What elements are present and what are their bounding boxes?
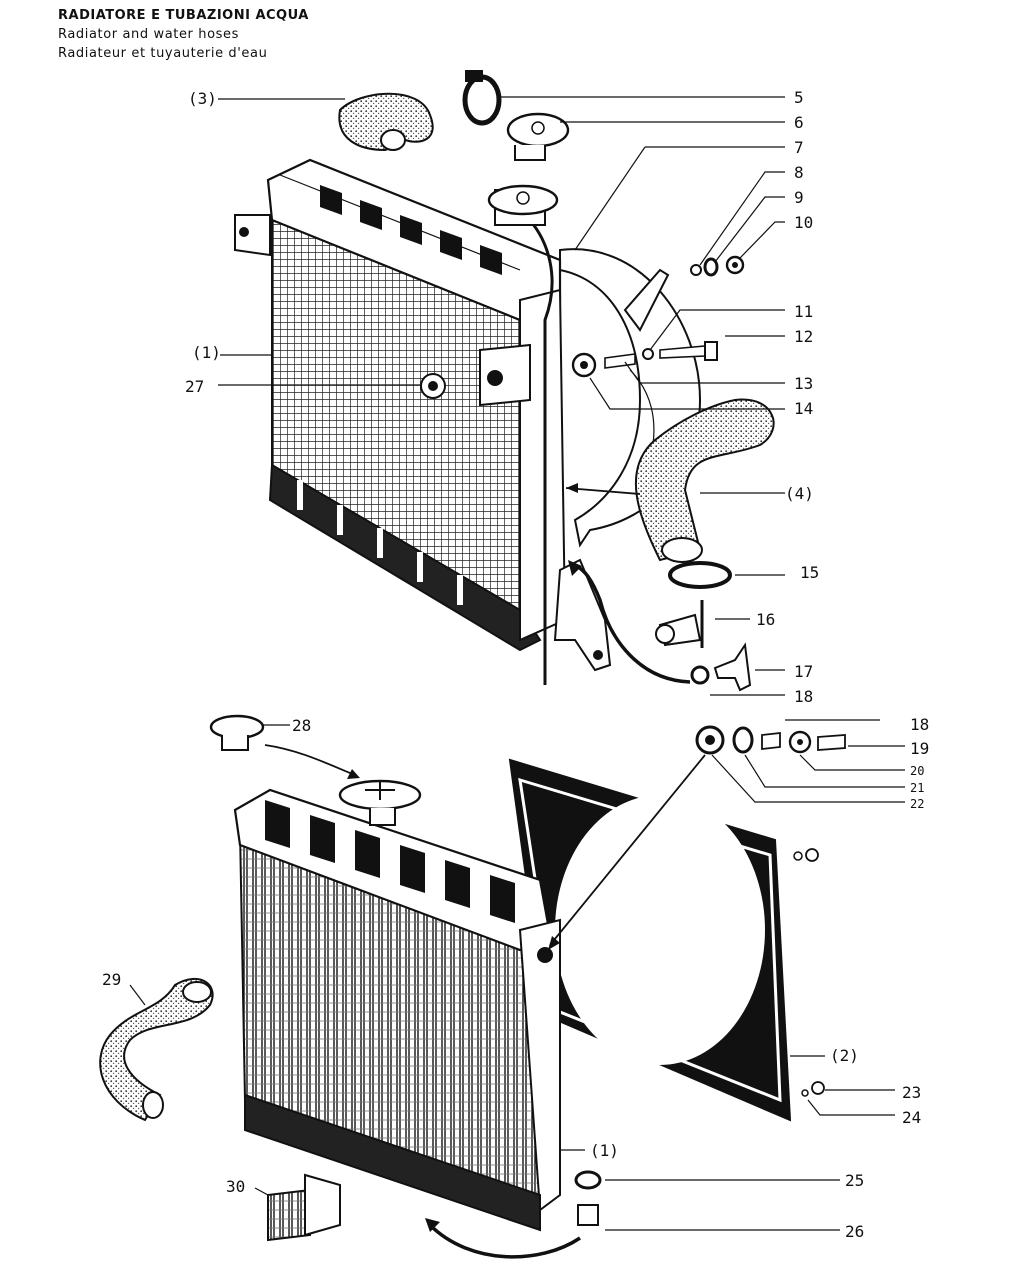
callout-27: 27 <box>185 377 204 396</box>
callout-15: 15 <box>800 563 819 582</box>
callout-labels: (3) 5 6 7 8 9 10 (1) 11 12 27 13 14 (4) … <box>102 88 929 1241</box>
top-tank-ribs <box>320 185 502 275</box>
callout-21: 21 <box>910 781 924 795</box>
callout-2: (2) <box>830 1046 859 1065</box>
callout-14: 14 <box>794 399 813 418</box>
callout-10: 10 <box>794 213 813 232</box>
callout-30: 30 <box>226 1177 245 1196</box>
lower-radiator <box>233 758 792 1232</box>
upper-hose-3 <box>338 92 434 152</box>
callout-1-lower: (1) <box>590 1141 619 1160</box>
lower-small-parts <box>574 725 846 1226</box>
callout-4: (4) <box>785 484 814 503</box>
callout-25: 25 <box>845 1171 864 1190</box>
title-french: Radiateur et tuyauterie d'eau <box>58 46 268 61</box>
callout-8: 8 <box>794 163 804 182</box>
callout-3: (3) <box>188 89 217 108</box>
callout-26: 26 <box>845 1222 864 1241</box>
flow-arrow-lower <box>428 1223 581 1259</box>
callout-29: 29 <box>102 970 121 989</box>
callout-6: 6 <box>794 113 804 132</box>
callout-5: 5 <box>794 88 804 107</box>
lower-cap-28 <box>209 714 265 751</box>
lower-top-tank-ribs <box>265 800 515 923</box>
upper-small-parts <box>462 70 752 692</box>
callout-1-upper: (1) <box>192 343 221 362</box>
callout-17: 17 <box>794 662 813 681</box>
diagram-header: RADIATORE E TUBAZIONI ACQUA Radiator and… <box>58 6 309 63</box>
callout-22: 22 <box>910 797 924 811</box>
callout-16: 16 <box>756 610 775 629</box>
callout-9: 9 <box>794 188 804 207</box>
bracket-30 <box>267 1173 341 1242</box>
leader-lines <box>129 96 905 1231</box>
upper-radiator <box>234 158 702 685</box>
callout-18-upper: 18 <box>794 687 813 706</box>
callout-19: 19 <box>910 739 929 758</box>
callout-18-lower: 18 <box>910 715 929 734</box>
callout-11: 11 <box>794 302 813 321</box>
lower-hose-4 <box>634 398 775 563</box>
callout-7: 7 <box>794 138 804 157</box>
callout-28: 28 <box>292 716 311 735</box>
flow-arrow-upper <box>574 563 691 684</box>
callout-24: 24 <box>902 1108 921 1127</box>
callout-13: 13 <box>794 374 813 393</box>
callout-12: 12 <box>794 327 813 346</box>
title-english: Radiator and water hoses <box>58 27 239 42</box>
lower-hose-29 <box>99 978 214 1122</box>
callout-23: 23 <box>902 1083 921 1102</box>
title-italian: RADIATORE E TUBAZIONI ACQUA <box>58 8 309 23</box>
callout-20: 20 <box>910 764 924 778</box>
